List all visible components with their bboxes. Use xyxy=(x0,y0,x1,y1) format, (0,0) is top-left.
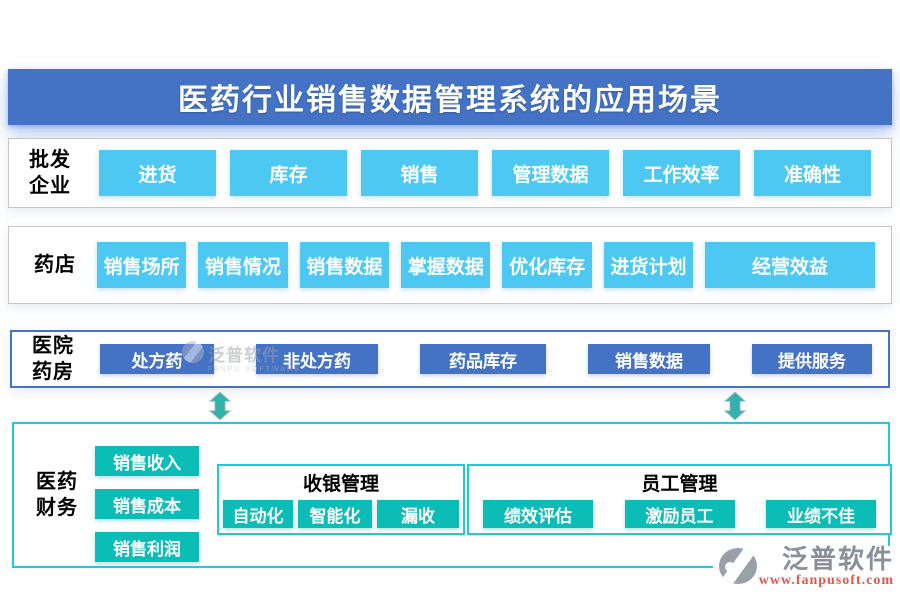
node-sales-place: 销售场所 xyxy=(97,242,187,288)
node-otc-drug: 非处方药 xyxy=(256,344,378,374)
node-purchase-plan: 进货计划 xyxy=(603,242,694,288)
node-sales-profit: 销售利润 xyxy=(95,532,199,562)
node-sales-revenue: 销售收入 xyxy=(95,446,199,476)
vendor-name: 泛普软件 xyxy=(781,544,894,574)
vendor-logo: 泛普软件 www.fanpusoft.com xyxy=(712,544,894,590)
node-grasp-data: 掌握数据 xyxy=(401,242,491,288)
node-automation: 自动化 xyxy=(223,500,293,528)
node-work-efficiency: 工作效率 xyxy=(623,150,740,196)
node-prescription-drug: 处方药 xyxy=(100,344,214,374)
section-finance: 医药 财务 销售收入 销售成本 销售利润 收银管理 自动化 智能化 漏收 员工管… xyxy=(12,422,892,568)
vendor-logo-icon xyxy=(718,548,757,584)
employee-items: 绩效评估 激励员工 业绩不佳 xyxy=(469,500,890,528)
page-title: 医药行业销售数据管理系统的应用场景 xyxy=(178,84,722,117)
node-sales-cost: 销售成本 xyxy=(95,489,199,519)
row-pharmacy-label: 药店 xyxy=(34,254,76,276)
cashier-title: 收银管理 xyxy=(302,474,379,495)
row-pharmacy: 药店 销售场所 销售情况 销售数据 掌握数据 优化库存 进货计划 经营效益 xyxy=(8,226,892,304)
row-wholesale-label: 批发 企业 xyxy=(29,149,71,197)
node-intelligence: 智能化 xyxy=(298,500,372,528)
row-hospital-label: 医院 药房 xyxy=(32,335,74,383)
node-accuracy: 准确性 xyxy=(754,150,871,196)
node-optimize-inventory: 优化库存 xyxy=(502,242,592,288)
section-finance-label: 医药 财务 xyxy=(36,471,78,519)
finance-stack: 销售收入 销售成本 销售利润 xyxy=(95,446,199,562)
node-business-benefit: 经营效益 xyxy=(705,242,875,288)
cashier-items: 自动化 智能化 漏收 xyxy=(223,500,459,528)
box-employee-management: 员工管理 绩效评估 激励员工 业绩不佳 xyxy=(467,464,892,535)
title-banner: 医药行业销售数据管理系统的应用场景 xyxy=(8,69,892,125)
node-purchase: 进货 xyxy=(99,150,216,196)
node-sales-situation: 销售情况 xyxy=(198,242,288,288)
box-cashier-management: 收银管理 自动化 智能化 漏收 xyxy=(217,464,465,535)
node-manage-data: 管理数据 xyxy=(492,150,609,196)
node-poor-performance: 业绩不佳 xyxy=(766,500,876,528)
node-sales: 销售 xyxy=(361,150,478,196)
row-hospital: 医院 药房 处方药 非处方药 药品库存 销售数据 提供服务 xyxy=(10,330,890,388)
node-motivate-staff: 激励员工 xyxy=(624,500,735,528)
node-sales-data: 销售数据 xyxy=(299,242,390,288)
vendor-url: www.fanpusoft.com xyxy=(758,573,894,589)
double-arrow-icon xyxy=(208,392,232,420)
node-missed-charge: 漏收 xyxy=(377,500,459,528)
node-provide-service: 提供服务 xyxy=(752,344,872,374)
node-hospital-sales-data: 销售数据 xyxy=(588,344,710,374)
node-performance-evaluation: 绩效评估 xyxy=(483,500,593,528)
double-arrow-icon xyxy=(723,392,747,420)
row-wholesale-items: 进货 库存 销售 管理数据 工作效率 准确性 xyxy=(99,139,871,207)
row-hospital-items: 处方药 非处方药 药品库存 销售数据 提供服务 xyxy=(100,332,872,386)
row-wholesale: 批发 企业 进货 库存 销售 管理数据 工作效率 准确性 xyxy=(8,138,892,208)
node-inventory: 库存 xyxy=(230,150,347,196)
row-pharmacy-items: 销售场所 销售情况 销售数据 掌握数据 优化库存 进货计划 经营效益 xyxy=(97,227,875,303)
employee-title: 员工管理 xyxy=(641,474,718,495)
node-drug-inventory: 药品库存 xyxy=(420,344,546,374)
